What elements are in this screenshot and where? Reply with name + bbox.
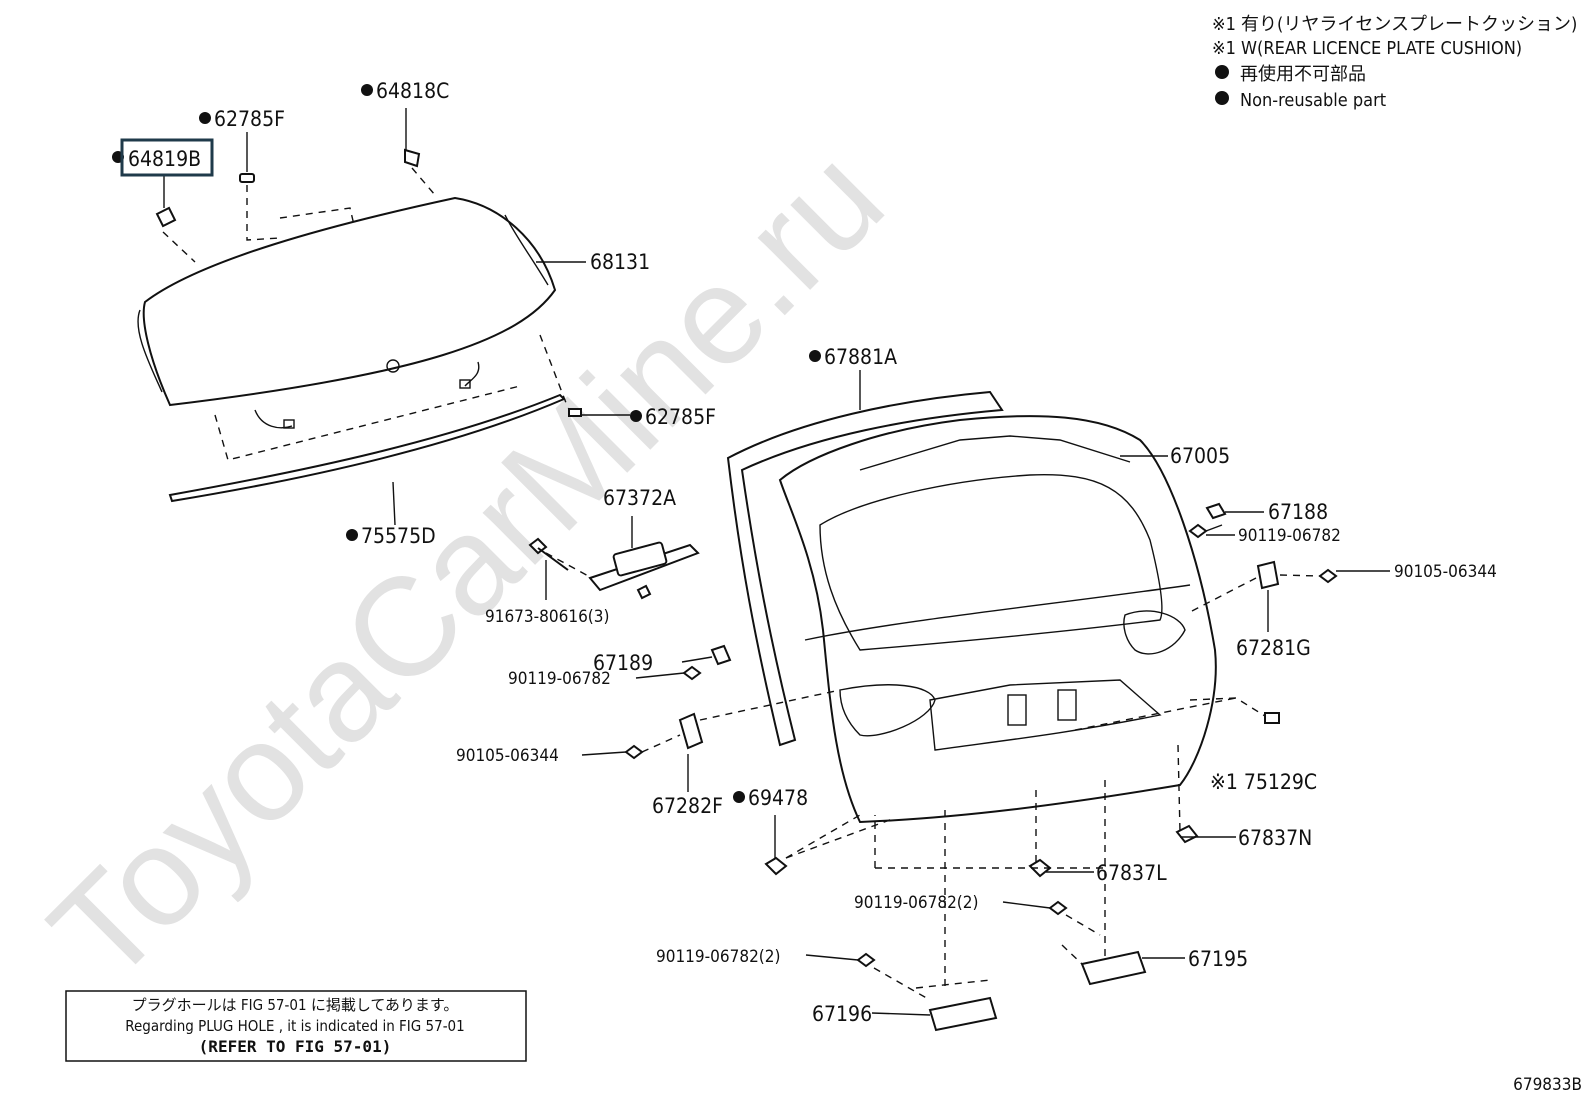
label-91673-80616[interactable]: 91673-80616(3) [485,607,609,627]
handle-drawing [528,537,700,600]
label-64818C[interactable]: 64818C [376,79,449,103]
figure-code: 679833B [1513,1075,1582,1095]
legend-line-4: Non-reusable part [1240,90,1386,111]
cushion-drawing [764,856,788,876]
label-90119-06782-right[interactable]: 90119-06782 [1238,526,1341,546]
clip-drawing [1175,824,1199,844]
label-75575D[interactable]: 75575D [361,524,436,548]
rear-window-glass-drawing [137,148,557,429]
label-75129C[interactable]: ※1 75129C [1210,770,1317,794]
label-69478[interactable]: 69478 [748,786,808,810]
bolt-drawing [1188,523,1208,539]
legend-line-3: 再使用不可部品 [1240,64,1366,85]
label-90119-06782-2b[interactable]: 90119-06782(2) [656,947,780,967]
note-line-1: プラグホールは FIG 57-01 に掲載してあります。 [132,996,459,1014]
label-90119-06782-left[interactable]: 90119-06782 [508,669,611,689]
switch-drawing [928,996,998,1032]
note-line-3: (REFER TO FIG 57-01) [199,1037,392,1056]
non-reusable-dot-icon [346,529,358,541]
highlight-frame [120,138,214,177]
label-67837L[interactable]: 67837L [1096,861,1167,885]
bolt-drawing [1048,900,1068,916]
striker-drawing [1256,560,1280,590]
label-90105-06344-right[interactable]: 90105-06344 [1394,562,1497,582]
bracket-drawing [1205,502,1227,520]
label-67282F[interactable]: 67282F [652,794,723,818]
pad-drawing [568,408,582,417]
pad-drawing [1264,712,1280,724]
label-67195[interactable]: 67195 [1188,947,1248,971]
bolt-drawing [1318,568,1338,584]
label-67881A[interactable]: 67881A [824,345,897,369]
legend: ※1 有り(リヤライセンスプレートクッション) ※1 W(REAR LICENC… [1212,14,1577,111]
latch-drawing [678,712,704,750]
weatherstrip-drawing [726,390,1004,747]
switch-drawing [1080,950,1147,986]
non-reusable-dot-icon [630,410,642,422]
legend-line-1: ※1 有り(リヤライセンスプレートクッション) [1212,14,1577,35]
back-door-panel-drawing [778,415,1217,824]
label-62785F-mid[interactable]: 62785F [645,405,716,429]
label-90119-06782-2a[interactable]: 90119-06782(2) [854,893,978,913]
legend-line-2: ※1 W(REAR LICENCE PLATE CUSHION) [1212,38,1522,59]
label-67189[interactable]: 67189 [593,651,653,675]
non-reusable-dot-icon [733,791,745,803]
bracket-drawing [710,644,732,666]
non-reusable-dot-icon [1215,65,1229,79]
note-box: プラグホールは FIG 57-01 に掲載してあります。 Regarding P… [65,990,527,1062]
bolt-drawing [682,665,702,681]
note-line-2: Regarding PLUG HOLE , it is indicated in… [125,1017,464,1035]
label-67837N[interactable]: 67837N [1238,826,1312,850]
non-reusable-dot-icon [199,112,211,124]
label-90105-06344-left[interactable]: 90105-06344 [456,746,559,766]
label-68131[interactable]: 68131 [590,250,650,274]
label-67196[interactable]: 67196 [812,1002,872,1026]
label-67188[interactable]: 67188 [1268,500,1328,524]
non-reusable-dot-icon [361,84,373,96]
label-67281G[interactable]: 67281G [1236,636,1311,660]
bolt-drawing [856,952,876,968]
non-reusable-dot-icon [809,350,821,362]
label-62785F-top[interactable]: 62785F [214,107,285,131]
label-67372A[interactable]: 67372A [603,486,676,510]
label-67005[interactable]: 67005 [1170,444,1230,468]
non-reusable-dot-icon [1215,91,1229,105]
label-64819B[interactable]: 64819B [128,147,201,171]
bolt-drawing [624,744,644,760]
